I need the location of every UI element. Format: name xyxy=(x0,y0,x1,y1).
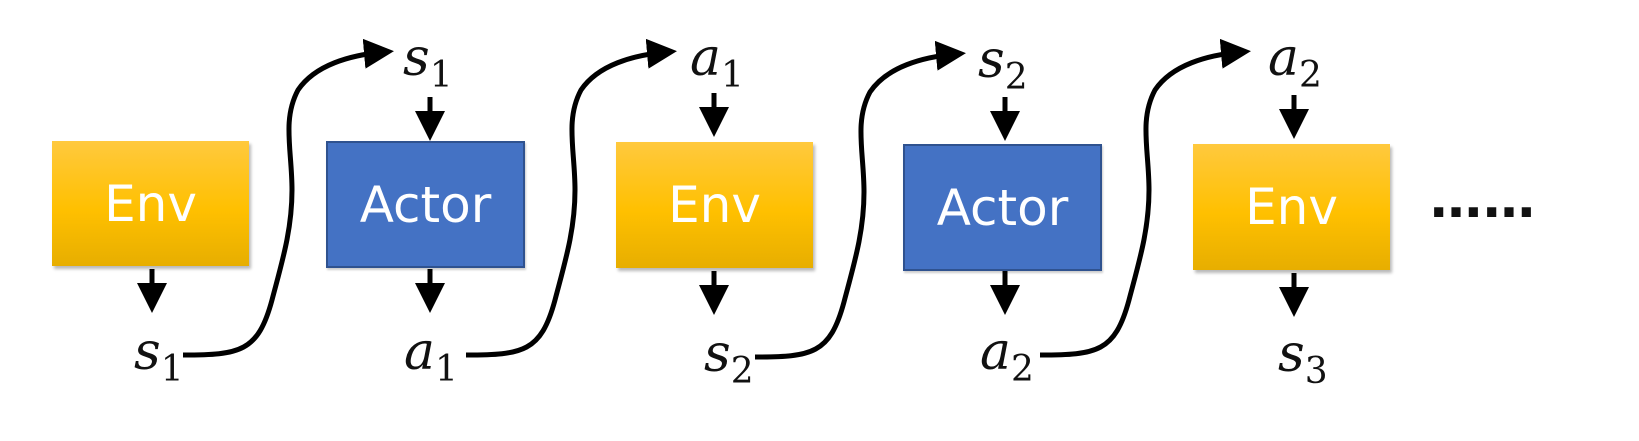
curve-arrow-4 xyxy=(1039,38,1251,358)
env-box-3: Env xyxy=(1193,144,1390,270)
bottom-var-a1: a1 xyxy=(404,322,458,390)
bottom-var-s1: s1 xyxy=(134,322,184,390)
bottom-var-a2: a2 xyxy=(980,322,1034,390)
curve-arrow-3 xyxy=(754,40,966,360)
bottom-var-s3: s3 xyxy=(1278,324,1328,392)
top-var-a1: a1 xyxy=(690,28,744,96)
curve-arrow-2 xyxy=(465,38,677,358)
curve-arrow-1 xyxy=(182,38,394,358)
env-box-2: Env xyxy=(616,142,813,268)
actor-box-1: Actor xyxy=(326,141,525,268)
actor-box-2: Actor xyxy=(903,144,1102,271)
top-var-a2: a2 xyxy=(1268,28,1322,96)
continuation-ellipsis: …… xyxy=(1430,170,1536,230)
bottom-var-s2: s2 xyxy=(704,324,754,392)
env-box-1: Env xyxy=(52,141,249,266)
top-var-s2: s2 xyxy=(978,30,1028,98)
top-var-s1: s1 xyxy=(403,28,453,96)
